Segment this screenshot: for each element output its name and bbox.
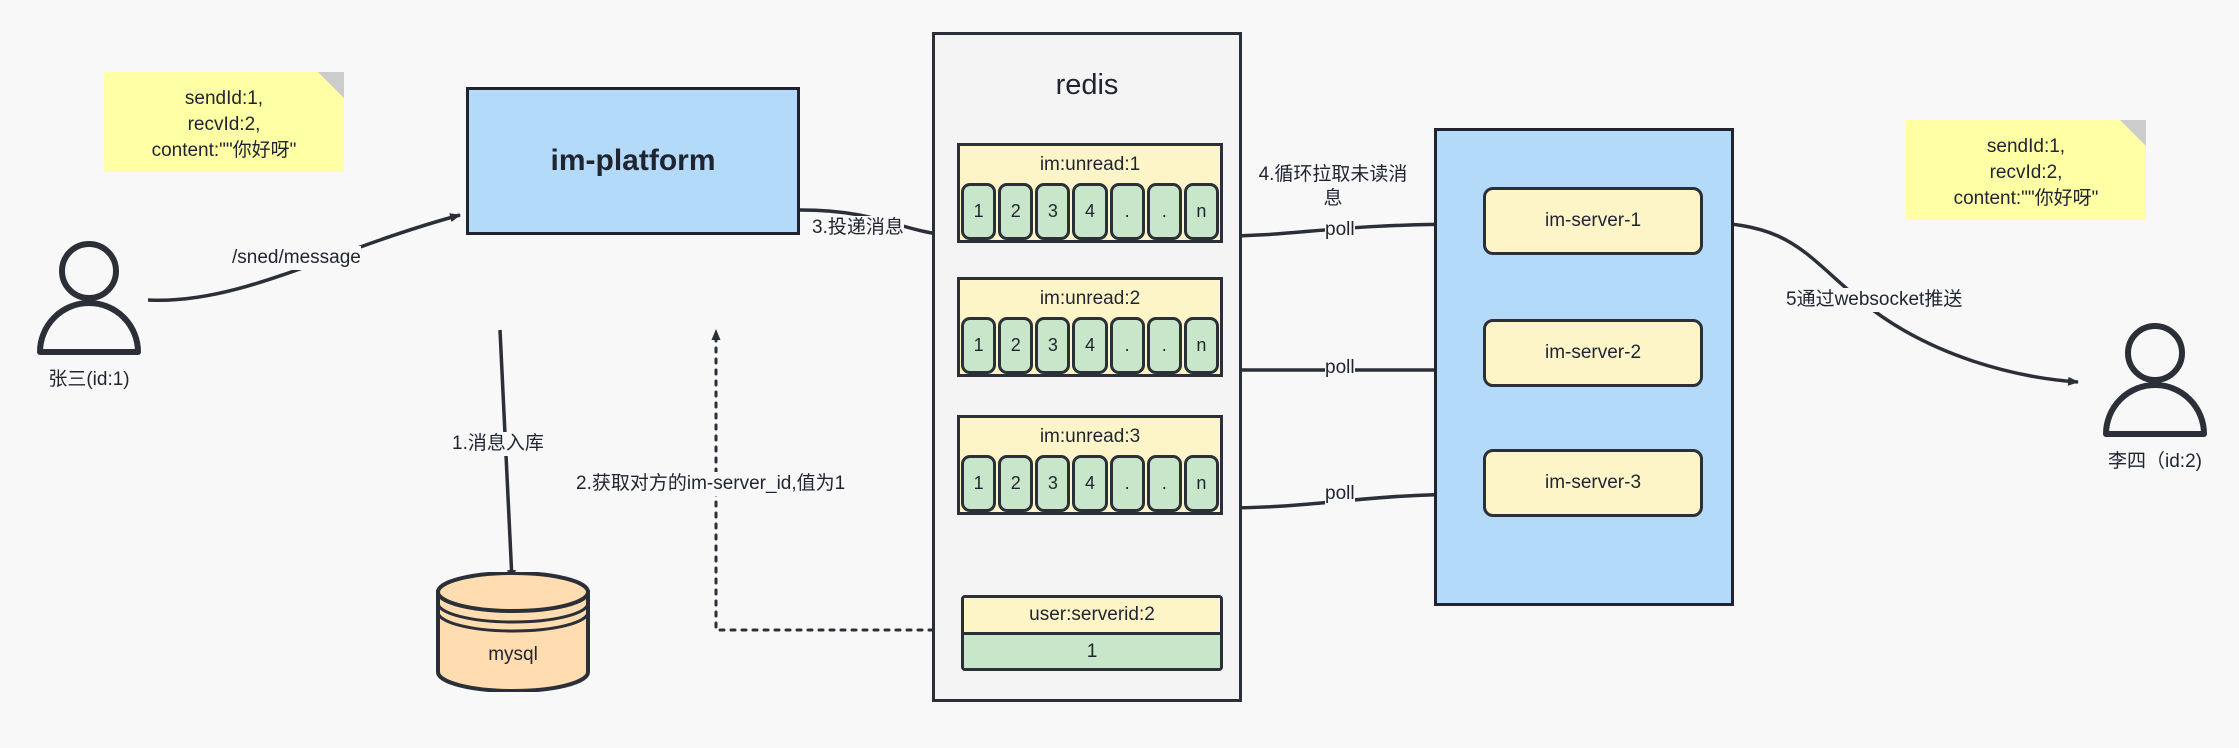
- queue-cell: 2: [998, 317, 1034, 374]
- queue-cell: 4: [1072, 455, 1108, 512]
- queue-cell: 3: [1035, 455, 1071, 512]
- queue-cell: 1: [961, 455, 997, 512]
- user-icon: [2103, 323, 2207, 437]
- queue-cell: 3: [1035, 183, 1071, 240]
- redis-kv-value: 1: [964, 635, 1220, 668]
- queue-cell: .: [1109, 455, 1145, 512]
- im-server-1-box[interactable]: im-server-1: [1483, 187, 1703, 255]
- redis-queue-0[interactable]: im:unread:1 1 2 3 4 . . n: [957, 143, 1223, 243]
- redis-queue-2-cells: 1 2 3 4 . . n: [960, 455, 1220, 512]
- actor-sender-label: 张三(id:1): [48, 369, 130, 390]
- note-left-line-1: sendId:1,: [184, 88, 264, 109]
- queue-cell: n: [1183, 317, 1219, 374]
- note-right-line-2: recvId:2,: [1989, 162, 2063, 183]
- queue-cell: 3: [1035, 317, 1071, 374]
- note-right-line-1: sendId:1,: [1986, 136, 2066, 157]
- queue-cell: 2: [998, 455, 1034, 512]
- im-platform-box[interactable]: im-platform: [466, 87, 800, 235]
- redis-container: redis im:unread:1 1 2 3 4 . . n im:unrea…: [932, 32, 1242, 702]
- edge-label-send-message: /sned/message: [232, 246, 361, 270]
- queue-cell: 4: [1072, 183, 1108, 240]
- redis-queue-0-key: im:unread:1: [960, 146, 1220, 183]
- note-right-message-payload: sendId:1, recvId:2, content:""你好呀": [1906, 120, 2146, 220]
- redis-queue-0-cells: 1 2 3 4 . . n: [960, 183, 1220, 240]
- queue-cell: 1: [961, 183, 997, 240]
- edge-label-step3: 3.投递消息: [812, 216, 904, 240]
- mysql-label: mysql: [488, 644, 538, 665]
- edge-label-step1: 1.消息入库: [452, 432, 544, 456]
- note-left-line-3: content:""你好呀": [151, 140, 297, 161]
- redis-queue-1[interactable]: im:unread:2 1 2 3 4 . . n: [957, 277, 1223, 377]
- im-server-1-label: im-server-1: [1544, 210, 1642, 231]
- im-server-cluster: im-server-1 im-server-2 im-server-3: [1434, 128, 1734, 606]
- note-left-line-2: recvId:2,: [187, 114, 261, 135]
- edge-label-poll-3: poll: [1325, 482, 1355, 506]
- edge-label-poll-1: poll: [1325, 218, 1355, 242]
- im-platform-label: im-platform: [550, 144, 716, 177]
- actor-sender: 张三(id:1): [30, 240, 148, 391]
- edge-label-step4: 4.循环拉取未读消息: [1258, 163, 1408, 211]
- queue-cell: .: [1109, 317, 1145, 374]
- queue-cell: 4: [1072, 317, 1108, 374]
- note-fold-corner-icon: [2120, 120, 2146, 146]
- queue-cell: n: [1183, 183, 1219, 240]
- user-icon: [37, 241, 141, 355]
- queue-cell: .: [1109, 183, 1145, 240]
- redis-queue-2[interactable]: im:unread:3 1 2 3 4 . . n: [957, 415, 1223, 515]
- im-server-2-label: im-server-2: [1544, 342, 1642, 363]
- edge-label-poll-2: poll: [1325, 356, 1355, 380]
- redis-kv-user-serverid[interactable]: user:serverid:2 1: [961, 595, 1223, 671]
- redis-kv-key: user:serverid:2: [964, 598, 1220, 635]
- im-server-3-label: im-server-3: [1544, 472, 1642, 493]
- edge-label-step5: 5通过websocket推送: [1786, 288, 1963, 312]
- queue-cell: 1: [961, 317, 997, 374]
- redis-queue-1-key: im:unread:2: [960, 280, 1220, 317]
- actor-receiver-label: 李四（id:2): [2108, 451, 2202, 472]
- mysql-database[interactable]: mysql: [432, 572, 594, 692]
- redis-title: redis: [1055, 69, 1119, 101]
- edge-label-step2: 2.获取对方的im-server_id,值为1: [576, 472, 846, 496]
- note-left-message-payload: sendId:1, recvId:2, content:""你好呀": [104, 72, 344, 172]
- queue-cell: .: [1146, 317, 1182, 374]
- actor-receiver: 李四（id:2): [2096, 322, 2214, 473]
- im-server-3-box[interactable]: im-server-3: [1483, 449, 1703, 517]
- queue-cell: 2: [998, 183, 1034, 240]
- redis-queue-2-key: im:unread:3: [960, 418, 1220, 455]
- redis-queue-1-cells: 1 2 3 4 . . n: [960, 317, 1220, 374]
- queue-cell: .: [1146, 183, 1182, 240]
- note-right-line-3: content:""你好呀": [1953, 188, 2099, 209]
- queue-cell: .: [1146, 455, 1182, 512]
- im-server-2-box[interactable]: im-server-2: [1483, 319, 1703, 387]
- database-cylinder-icon: [436, 572, 590, 692]
- note-fold-corner-icon: [318, 72, 344, 98]
- queue-cell: n: [1183, 455, 1219, 512]
